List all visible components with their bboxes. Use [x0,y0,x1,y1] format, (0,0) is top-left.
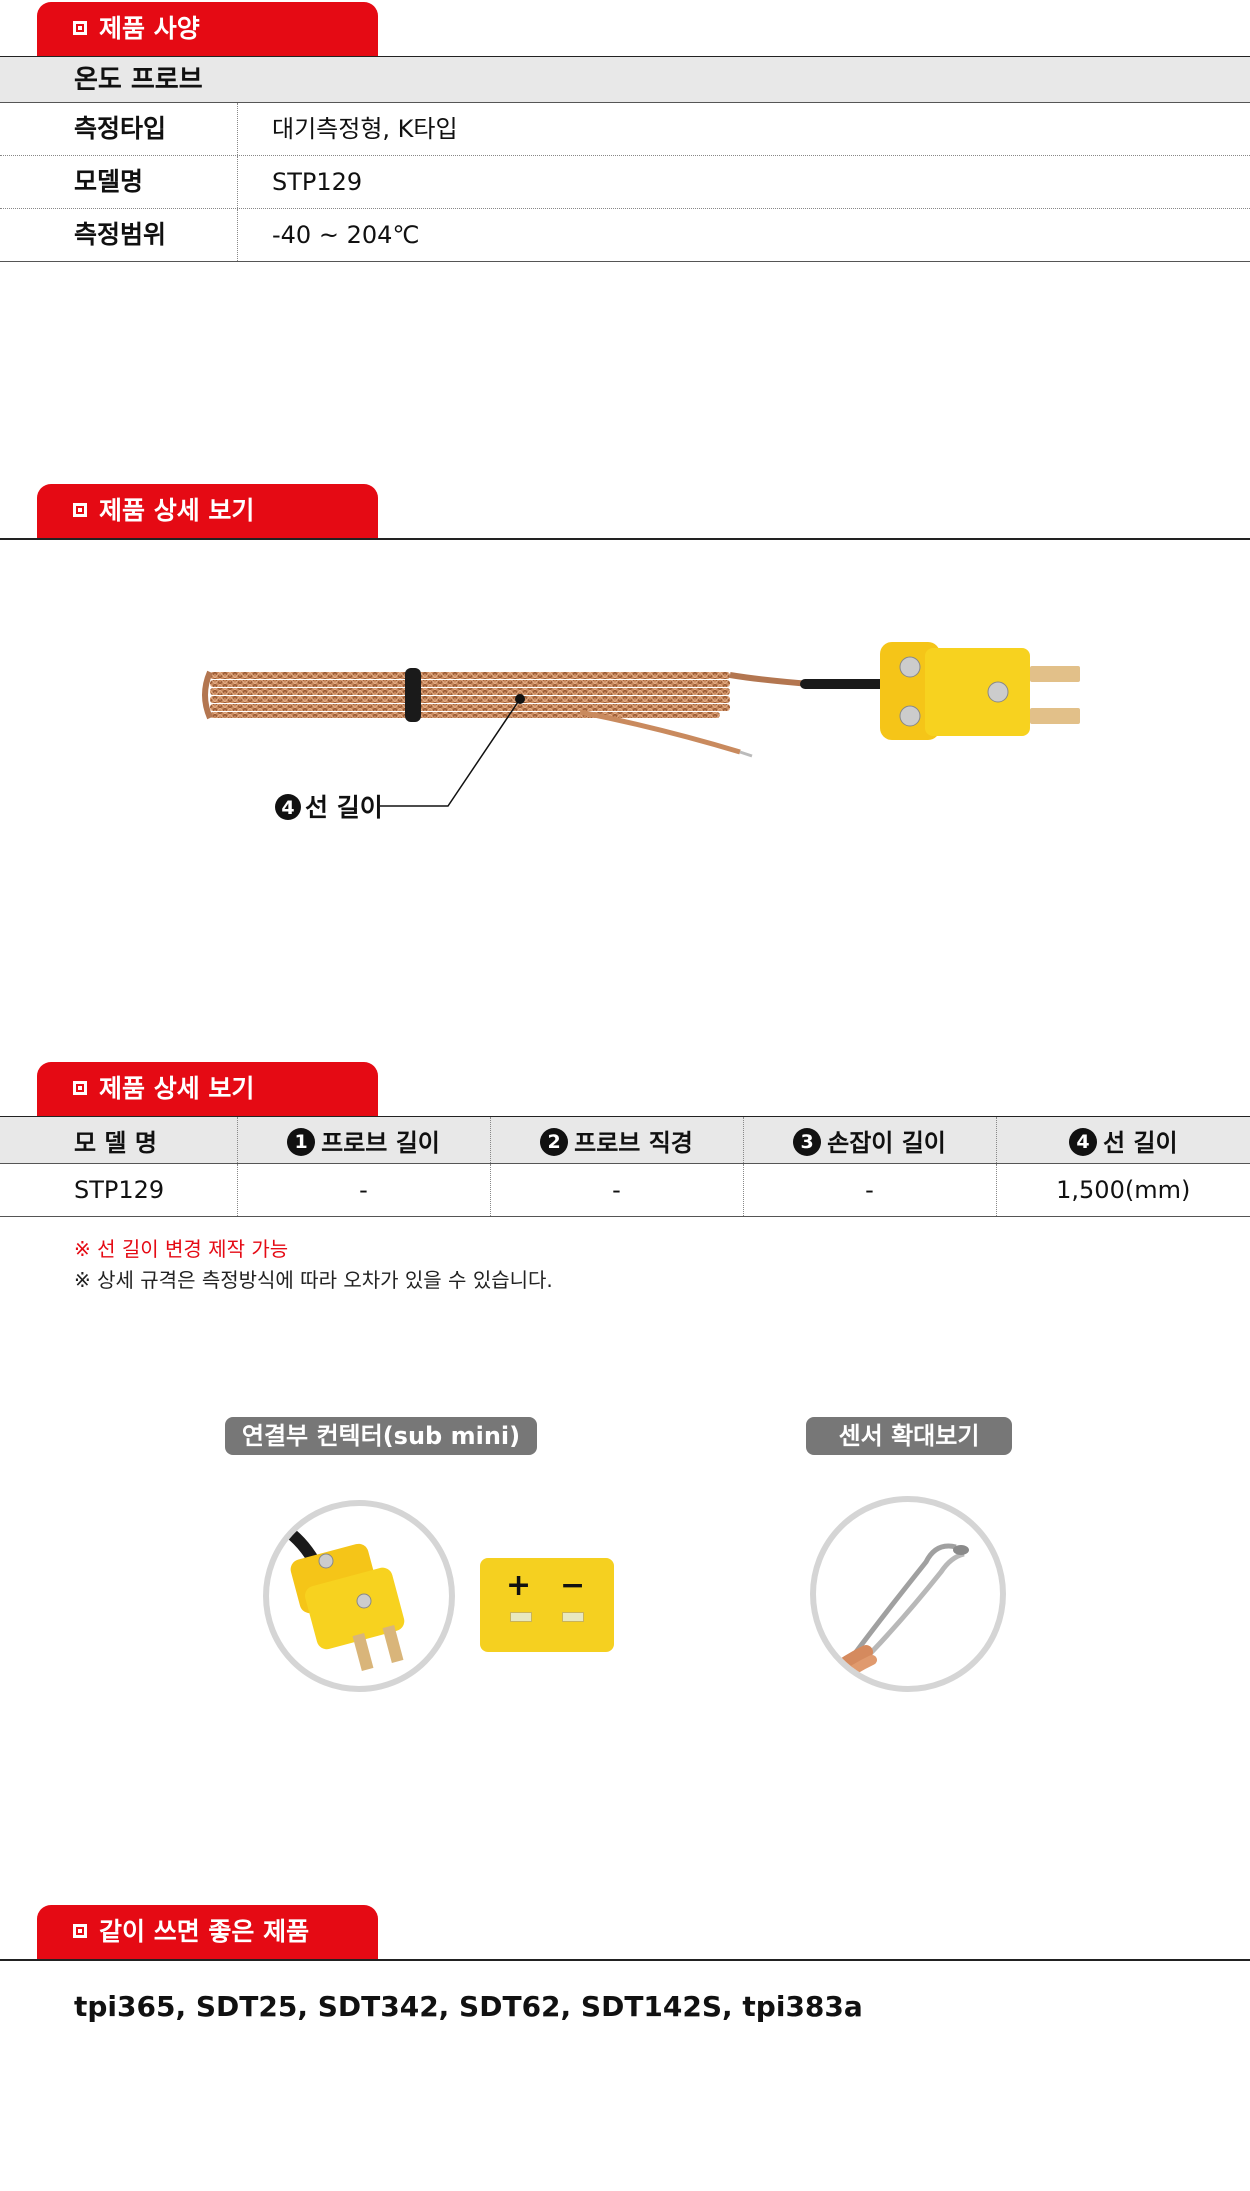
connector-zoom-image [273,1520,405,1671]
wire-tie [405,668,421,722]
plus-symbol: + [506,1568,532,1603]
column-header: 모 델 명 [0,1117,237,1164]
table-row: STP129 - - - 1,500(mm) [0,1163,1250,1217]
spec-row-model: 모델명 STP129 [0,156,1250,209]
detail-section-tab: 제품 상세 보기 [37,484,378,538]
cell-probe-diameter: - [489,1163,743,1217]
detail-table-section-tab: 제품 상세 보기 [37,1062,378,1116]
sensor-zoom-image [819,1543,969,1686]
spec-row-range: 측정범위 -40 ~ 204℃ [0,209,1250,262]
square-icon [73,1924,87,1938]
cell-probe-length: - [236,1163,490,1217]
cell-handle-length: - [742,1163,996,1217]
spec-table-header: 온도 프로브 [0,57,1250,103]
sensor-label-pill: 센서 확대보기 [806,1417,1012,1455]
cell-model: STP129 [0,1163,237,1217]
connector-body [880,642,1080,740]
square-icon [73,503,87,517]
square-icon [73,1081,87,1095]
detail-section-title: 제품 상세 보기 [99,496,255,525]
spec-label: 모델명 [74,167,144,196]
detail-table-section-title: 제품 상세 보기 [99,1074,255,1103]
callout-label: 선 길이 [305,793,383,822]
callout-number: 4 [281,797,294,819]
note-tolerance: ※ 상세 규격은 측정방식에 따라 오차가 있을 수 있습니다. [74,1268,553,1292]
number-badge-icon: 4 [1068,1127,1097,1156]
connector-zoom-circle [263,1500,455,1692]
spec-section-title: 제품 사양 [99,14,200,43]
spec-section-tab: 제품 사양 [37,2,378,56]
pin-slot-minus [562,1612,584,1622]
connector-label-pill: 연결부 컨텍터(sub mini) [225,1417,537,1455]
square-icon [73,21,87,35]
cell-wire-length: 1,500(mm) [995,1163,1250,1217]
number-badge-icon: 2 [540,1127,569,1156]
number-badge-icon: 1 [287,1127,316,1156]
detail-section-divider [0,538,1250,540]
spec-label: 측정범위 [74,220,167,249]
spec-row-type: 측정타입 대기측정형, K타입 [0,103,1250,156]
minus-symbol: − [560,1568,586,1603]
related-products-list[interactable]: tpi365, SDT25, SDT342, SDT62, SDT142S, t… [74,1990,863,2023]
related-section-divider [0,1959,1250,1961]
spec-value: 대기측정형, K타입 [237,103,458,155]
probe-product-image: 4 선 길이 [202,642,1080,822]
pin-slot-plus [510,1612,532,1622]
spec-value: -40 ~ 204℃ [237,209,419,261]
spec-table: 온도 프로브 측정타입 대기측정형, K타입 모델명 STP129 측정범위 -… [0,57,1250,262]
spec-value: STP129 [237,156,362,208]
callout-number-badge [275,794,301,820]
number-badge-icon: 3 [793,1127,822,1156]
sensor-zoom-circle [810,1496,1006,1692]
note-custom-length: ※ 선 길이 변경 제작 가능 [74,1237,289,1261]
connector-pin-face: + − [480,1558,614,1652]
sensor-wire-end [579,709,741,755]
related-section-title: 같이 쓰면 좋은 제품 [99,1917,310,1946]
related-section-tab: 같이 쓰면 좋은 제품 [37,1905,378,1959]
spec-label: 측정타입 [74,114,167,143]
callout-line [380,698,521,807]
wire-coil [202,670,811,720]
